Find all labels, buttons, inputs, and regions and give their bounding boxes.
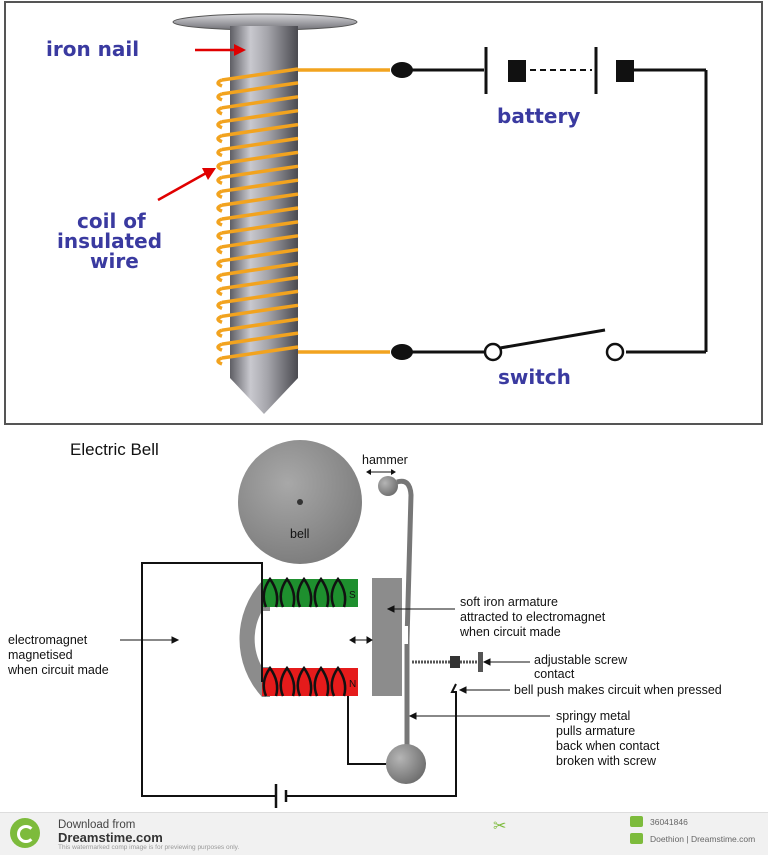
coil-label-line3: wire — [90, 249, 139, 273]
electric-bell-title: Electric Bell — [70, 440, 159, 459]
hammer-label: hammer — [362, 453, 408, 467]
coil-turn — [216, 95, 299, 116]
watermark-footer: Download from Dreamstime.com This waterm… — [0, 812, 768, 855]
springy-metal-label-line1: springy metal — [556, 709, 630, 723]
coil-turn — [216, 178, 299, 199]
author-credit: Doethion | Dreamstime.com — [650, 834, 756, 844]
winding-turn — [330, 665, 347, 697]
soft-iron-label-line1: soft iron armature — [460, 595, 558, 609]
battery-symbol — [484, 47, 634, 94]
winding-turn — [313, 665, 330, 697]
coil-label-line1: coil of — [77, 209, 146, 233]
coil-of-wire — [216, 67, 299, 366]
coil-turn — [216, 81, 299, 102]
coil-turn — [216, 136, 299, 158]
dreamstime-logo-icon — [10, 818, 40, 848]
bell-push-label: bell push makes circuit when pressed — [514, 683, 722, 697]
author-badge-icon — [630, 833, 643, 844]
iron-nail-label: iron nail — [46, 37, 139, 61]
coil-turn — [216, 192, 299, 213]
coil-turn — [216, 122, 299, 144]
site-name: Dreamstime.com — [58, 830, 163, 845]
coil-turn — [216, 275, 299, 297]
hammer-weight — [386, 744, 426, 784]
electromagnet-label-line1: electromagnet — [8, 633, 88, 647]
electromagnet-label-line3: when circuit made — [7, 663, 109, 677]
winding-turn — [296, 576, 313, 608]
bell-label: bell — [290, 527, 309, 541]
electric-bell-diagram: Electric Bell bell hammer S N — [7, 440, 722, 808]
terminal-dot — [391, 62, 413, 78]
winding-turn — [262, 665, 279, 697]
springy-metal-label-line2: pulls armature — [556, 724, 635, 738]
download-from-text: Download from — [58, 819, 136, 831]
coil-turn — [216, 289, 299, 311]
battery-label: battery — [497, 104, 580, 128]
winding-turn — [262, 576, 279, 608]
winding-turn — [296, 665, 313, 697]
watermark-notice: This watermarked comp image is for previ… — [58, 844, 240, 851]
soft-iron-armature — [372, 578, 402, 696]
electromagnet-diagram: iron nail coil of insulated wire battery… — [4, 1, 763, 425]
switch-label: switch — [498, 365, 571, 389]
coil-label-line2: insulated — [57, 229, 162, 253]
hammer-head — [378, 476, 398, 496]
coil-turn — [216, 206, 299, 227]
scissors-icon: ✂ — [493, 818, 507, 835]
terminal-dot — [391, 344, 413, 360]
armature-gap — [402, 626, 408, 644]
bell-center — [297, 499, 303, 505]
bell-label-arrows — [120, 605, 550, 720]
coil-turn — [216, 234, 299, 255]
springy-metal-label-line3: back when contact — [556, 739, 660, 753]
id-badge-icon — [630, 816, 643, 827]
coil-turn — [216, 150, 299, 172]
coil-turn — [216, 303, 299, 324]
south-pole-label: S — [349, 590, 356, 601]
soft-iron-label-line3: when circuit made — [459, 625, 561, 639]
coil-turn — [216, 261, 299, 283]
coil-turn — [216, 247, 299, 269]
springy-metal-label-line4: broken with screw — [556, 754, 657, 768]
winding-turn — [313, 576, 330, 608]
winding-turn — [279, 665, 296, 697]
screw-head — [478, 652, 483, 672]
coil-turn — [216, 317, 299, 338]
winding-turn — [279, 576, 296, 608]
bell-coil-windings — [262, 576, 347, 697]
coil-turn — [216, 331, 299, 352]
image-id: 36041846 — [650, 817, 688, 827]
north-pole-label: N — [349, 679, 356, 690]
winding-turn — [330, 576, 347, 608]
hammer-arm — [396, 478, 414, 760]
soft-iron-label-line2: attracted to electromagnet — [460, 610, 606, 624]
label-arrows — [157, 44, 246, 202]
coil-turn — [216, 108, 299, 130]
coil-turn — [216, 345, 299, 366]
coil-turn — [216, 67, 299, 88]
coil-turn — [216, 164, 299, 185]
electromagnet-label-line2: magnetised — [8, 648, 73, 662]
switch-symbol — [483, 328, 625, 362]
top-circuit-wires — [298, 47, 708, 362]
coil-turn — [216, 220, 299, 241]
adjustable-screw-label-line2: contact — [534, 667, 575, 681]
bell-circuit-wires — [141, 562, 457, 808]
adjustable-screw-label-line1: adjustable screw — [534, 653, 628, 667]
screw-nut — [450, 656, 460, 668]
